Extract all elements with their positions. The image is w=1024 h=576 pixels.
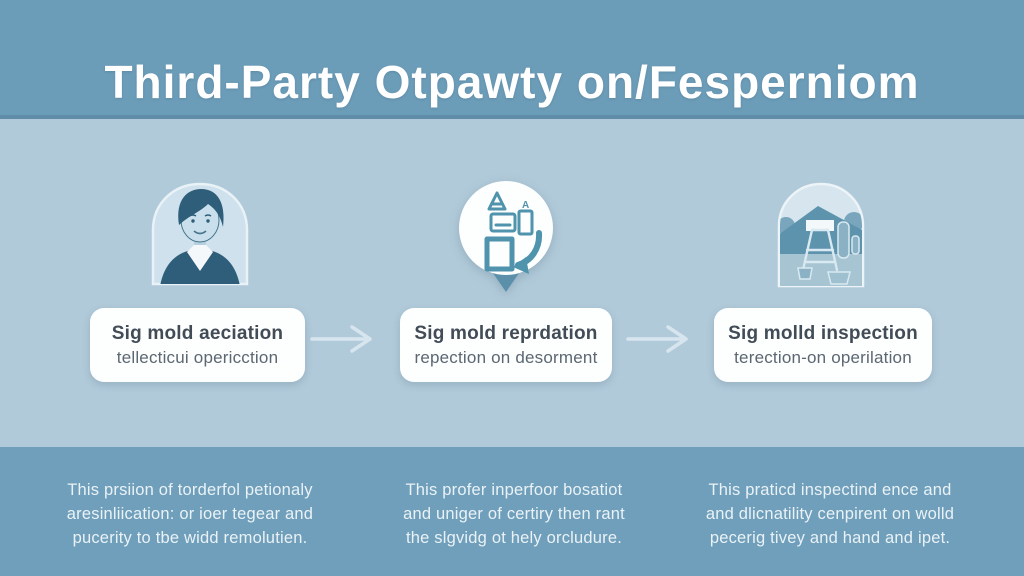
- step-card-2: Sig mold reprdation repection on desorme…: [400, 308, 612, 382]
- description-line: and dlicnatility cenpirent on wolld: [705, 505, 955, 523]
- step-description-2: This profer inperfoor bosatiot and unige…: [368, 478, 660, 550]
- step-card-subtitle: tellecticui opericction: [116, 347, 279, 367]
- description-line: This profer inperfoor bosatiot: [405, 481, 623, 499]
- icon-letter: A: [522, 200, 529, 211]
- description-line: aresinliication: or ioer tegear and: [66, 505, 314, 523]
- description-line: This prsiion of torderfol petionaly: [67, 481, 313, 499]
- step-card-subtitle: terection-on operilation: [734, 347, 912, 367]
- step-card-title: Sig mold reprdation: [414, 322, 598, 344]
- description-line: pecerig tivey and hand and ipet.: [709, 529, 951, 547]
- footer-band: [0, 447, 1024, 576]
- arrow-right-icon: [626, 324, 698, 359]
- step-card-subtitle: repection on desorment: [414, 347, 598, 367]
- description-line: This praticd inspectind ence and: [708, 481, 952, 499]
- step-card-3: Sig molld inspection terection-on operil…: [714, 308, 932, 382]
- documents-sync-icon: A: [456, 178, 556, 305]
- description-line: and uniger of certiry then rant: [403, 505, 625, 523]
- person-portrait-icon: [150, 180, 250, 291]
- step-card-title: Sig mold aeciation: [111, 322, 284, 344]
- header-band: Third-Party Otpawty on/Fesperniom: [0, 0, 1024, 119]
- step-description-3: This praticd inspectind ence and and dli…: [678, 478, 982, 550]
- step-card-1: Sig mold aeciation tellecticui opericcti…: [90, 308, 305, 382]
- description-line: pucerity to tbe widd remolutien.: [72, 529, 308, 547]
- arrow-right-icon: [310, 324, 382, 359]
- page-title: Third-Party Otpawty on/Fesperniom: [104, 56, 920, 108]
- step-card-title: Sig molld inspection: [728, 322, 918, 344]
- step-description-1: This prsiion of torderfol petionaly ares…: [40, 478, 340, 550]
- factory-landscape-icon: [776, 180, 866, 293]
- description-line: the slgvidg ot hely orcludure.: [405, 529, 623, 547]
